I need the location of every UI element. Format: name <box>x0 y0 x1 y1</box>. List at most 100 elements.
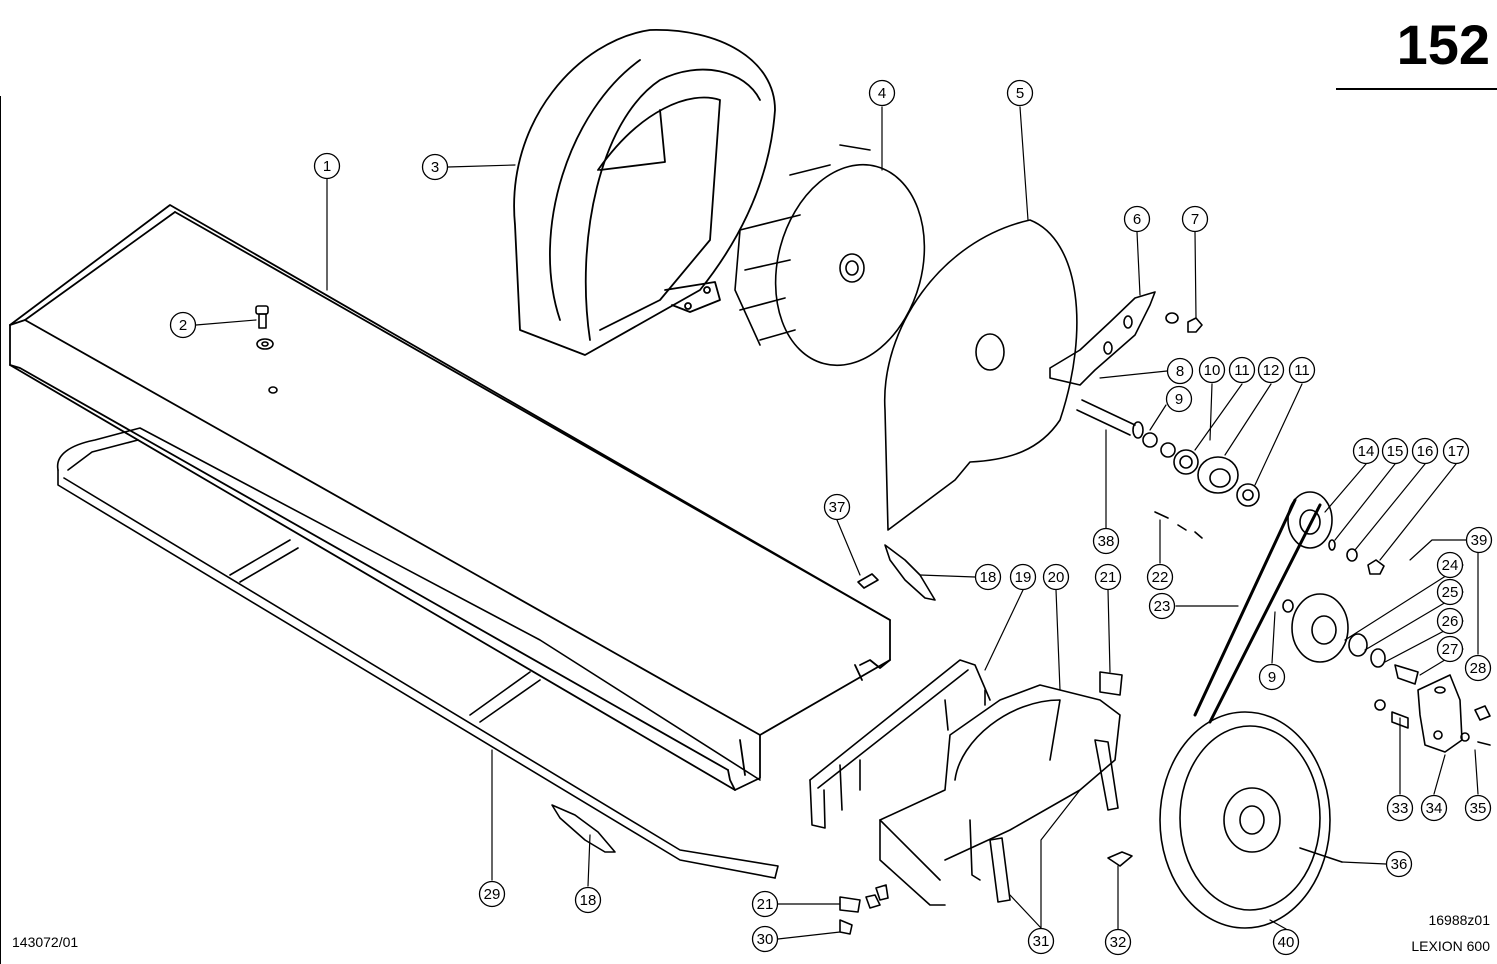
callout-number: 35 <box>1470 800 1487 817</box>
callout-circle <box>421 153 449 181</box>
callout-number: 17 <box>1448 443 1465 460</box>
callout-6: 6 <box>1123 205 1151 233</box>
callout-9: 9 <box>1165 385 1193 413</box>
callout-15: 15 <box>1381 437 1409 465</box>
callout-circle <box>1381 437 1409 465</box>
bracket-part-6 <box>1049 291 1203 386</box>
callout-20: 20 <box>1042 563 1070 591</box>
callout-circle <box>1385 850 1413 878</box>
callout-34: 34 <box>1420 794 1448 822</box>
callout-26: 26 <box>1436 607 1464 635</box>
callout-10: 10 <box>1198 356 1226 384</box>
callout-number: 14 <box>1358 443 1375 460</box>
callout-5: 5 <box>1006 79 1034 107</box>
callout-circle <box>1436 578 1464 606</box>
left-margin-rule <box>0 96 1 964</box>
back-plate-part <box>883 219 1078 531</box>
callout-circle <box>1146 563 1174 591</box>
callout-circle <box>1436 635 1464 663</box>
callout-39: 39 <box>1465 526 1493 554</box>
clip-part-21-lower <box>839 884 889 935</box>
clip-part-18-upper <box>857 544 936 601</box>
small-pulley-part <box>1287 491 1385 575</box>
callout-number: 32 <box>1110 934 1127 951</box>
callout-number: 37 <box>829 499 846 516</box>
callout-number: 15 <box>1387 443 1404 460</box>
bent-rod-part <box>809 659 991 829</box>
callout-31: 31 <box>1027 927 1055 955</box>
callout-circle <box>1464 654 1492 682</box>
callout-36: 36 <box>1385 850 1413 878</box>
callout-number: 7 <box>1191 211 1199 228</box>
chute-trough-part <box>9 204 891 791</box>
callout-circle <box>1411 437 1439 465</box>
fan-housing-part <box>513 29 776 356</box>
callout-circle <box>868 79 896 107</box>
callout-circle <box>974 563 1002 591</box>
callout-17: 17 <box>1442 437 1470 465</box>
callout-circle <box>1258 663 1286 691</box>
callout-circle <box>1042 563 1070 591</box>
callout-33: 33 <box>1386 794 1414 822</box>
callout-number: 28 <box>1470 660 1487 677</box>
model-name: LEXION 600 <box>1411 938 1490 954</box>
callout-3: 3 <box>421 153 449 181</box>
callout-number: 2 <box>179 317 187 334</box>
callout-number: 38 <box>1098 533 1115 550</box>
callout-circle <box>169 311 197 339</box>
clip-part-21-upper <box>1099 671 1123 696</box>
callout-circle <box>478 880 506 908</box>
callout-number: 6 <box>1133 211 1141 228</box>
callout-1: 1 <box>313 152 341 180</box>
callout-circle <box>751 925 779 953</box>
callout-number: 40 <box>1278 934 1295 951</box>
callout-7: 7 <box>1181 205 1209 233</box>
callout-circle <box>1166 357 1194 385</box>
callout-circle <box>1436 551 1464 579</box>
callout-circle <box>313 152 341 180</box>
callout-circle <box>1272 928 1300 956</box>
callout-16: 16 <box>1411 437 1439 465</box>
callout-number: 29 <box>484 886 501 903</box>
callout-21: 21 <box>1094 563 1122 591</box>
callout-circle <box>1228 356 1256 384</box>
callout-12: 12 <box>1257 356 1285 384</box>
callout-number: 18 <box>980 569 997 586</box>
callout-number: 24 <box>1442 557 1459 574</box>
callout-22: 22 <box>1146 563 1174 591</box>
callout-21: 21 <box>751 890 779 918</box>
callout-circle <box>1257 356 1285 384</box>
callout-37: 37 <box>823 493 851 521</box>
callout-32: 32 <box>1104 928 1132 956</box>
callout-number: 10 <box>1204 362 1221 379</box>
callout-11: 11 <box>1288 356 1316 384</box>
callout-8: 8 <box>1166 357 1194 385</box>
callout-11: 11 <box>1228 356 1256 384</box>
callout-number: 26 <box>1442 613 1459 630</box>
callout-9: 9 <box>1258 663 1286 691</box>
idler-pulley-part <box>1282 593 1419 685</box>
callout-circle <box>1092 527 1120 555</box>
callout-number: 33 <box>1392 800 1409 817</box>
callout-18: 18 <box>974 563 1002 591</box>
callout-2: 2 <box>169 311 197 339</box>
drawing-reference-right: 16988z01 <box>1428 912 1490 928</box>
callout-number: 22 <box>1152 569 1169 586</box>
callout-number: 21 <box>1100 569 1117 586</box>
fan-rotor-part <box>734 144 926 367</box>
callout-4: 4 <box>868 79 896 107</box>
callout-28: 28 <box>1464 654 1492 682</box>
callout-number: 9 <box>1175 391 1183 408</box>
callout-circle <box>1165 385 1193 413</box>
callout-circle <box>1148 592 1176 620</box>
callout-30: 30 <box>751 925 779 953</box>
shaft-bearing-assembly <box>1076 399 1260 539</box>
callout-circle <box>751 890 779 918</box>
callout-25: 25 <box>1436 578 1464 606</box>
callout-number: 31 <box>1033 933 1050 950</box>
callout-18: 18 <box>574 886 602 914</box>
callout-number: 19 <box>1015 569 1032 586</box>
callout-number: 34 <box>1426 800 1443 817</box>
callout-number: 3 <box>431 159 439 176</box>
